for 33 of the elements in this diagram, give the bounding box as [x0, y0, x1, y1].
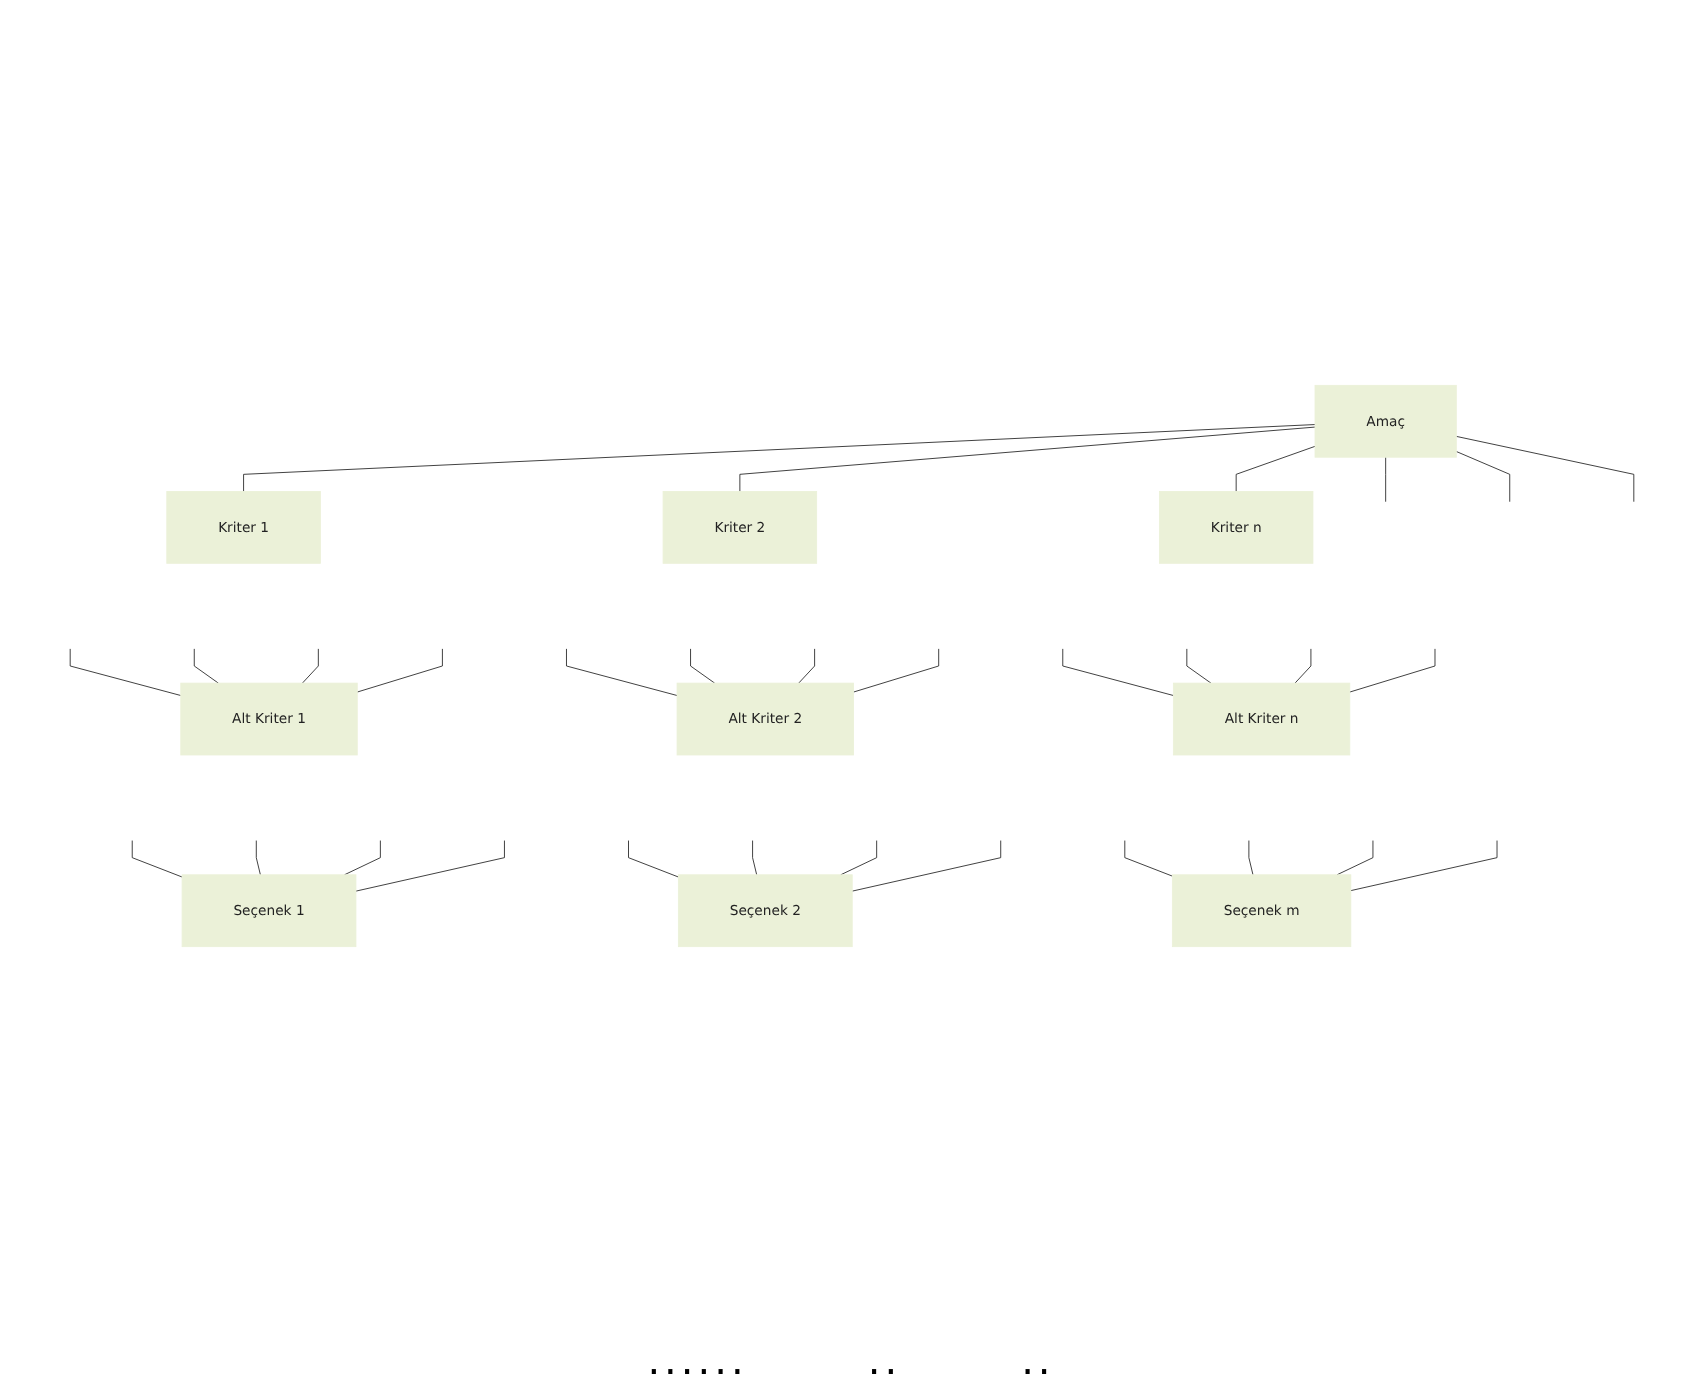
ellipsis-text: ..	[1021, 1336, 1055, 1384]
connector	[242, 424, 1315, 492]
connector	[192, 648, 218, 684]
connector	[254, 840, 260, 876]
connector	[130, 840, 182, 878]
connector	[1061, 648, 1173, 696]
connector	[1123, 840, 1172, 877]
connector	[852, 648, 939, 693]
connector	[1348, 648, 1435, 693]
connector	[565, 648, 677, 696]
connector	[738, 426, 1315, 492]
connector	[343, 840, 380, 876]
connector	[627, 840, 678, 878]
ellipsis-text: ......	[647, 1336, 748, 1384]
connector	[1349, 840, 1497, 892]
connector	[1384, 456, 1386, 503]
connector	[1454, 435, 1634, 503]
connector	[301, 648, 318, 684]
connector	[850, 840, 1001, 892]
connector	[797, 648, 815, 684]
connector	[689, 648, 715, 684]
connector	[839, 840, 877, 876]
connector	[1247, 840, 1253, 876]
connector	[1185, 648, 1211, 684]
connector	[1335, 840, 1373, 876]
connector	[354, 840, 504, 892]
ellipsis-text: ..	[867, 1336, 902, 1384]
connector	[751, 840, 757, 876]
connector	[1234, 445, 1315, 492]
connector	[1454, 451, 1510, 503]
connector	[68, 648, 181, 696]
connector	[355, 648, 442, 693]
connector	[1293, 648, 1311, 684]
